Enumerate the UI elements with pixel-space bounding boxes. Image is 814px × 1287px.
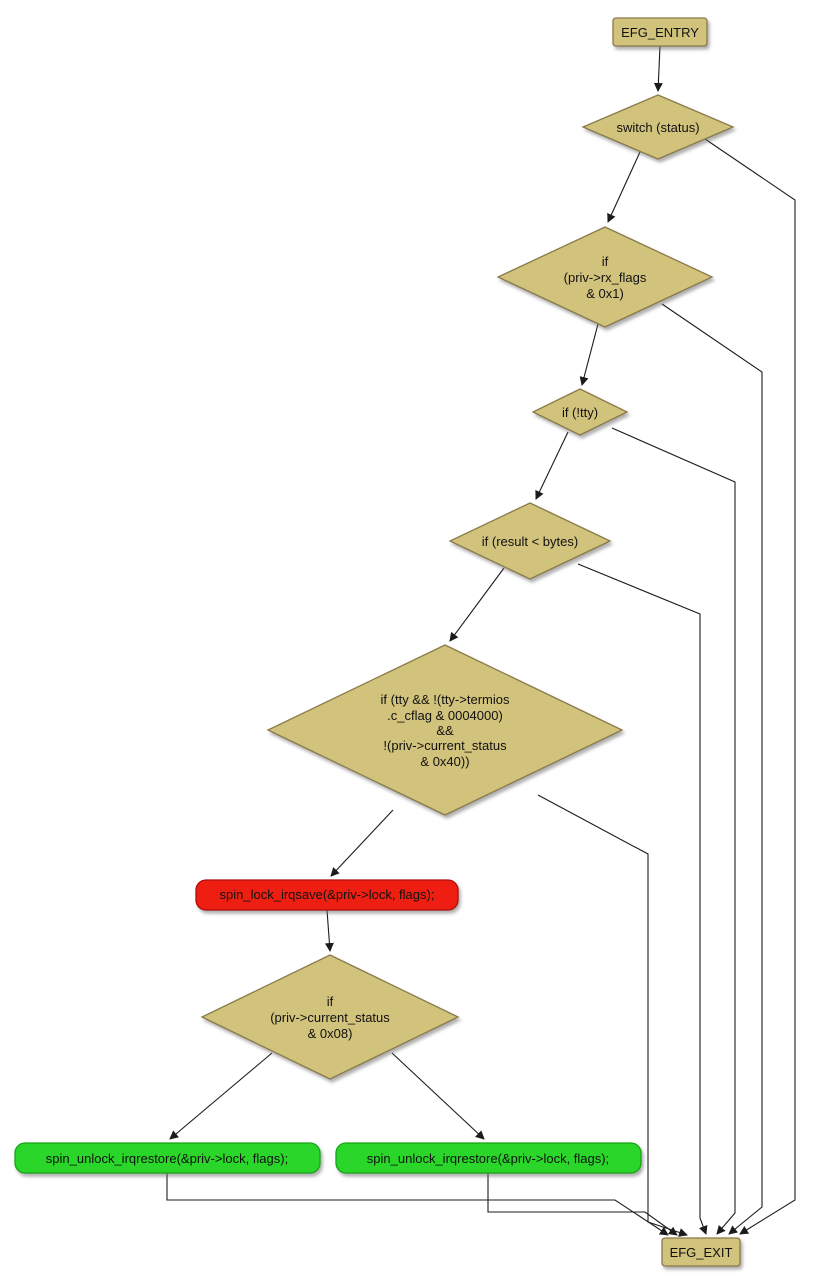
spin-lock-box [195, 879, 459, 911]
edge-entry-to-switch [653, 45, 663, 92]
edge-termios-to-spinlock [330, 809, 394, 877]
rx-flags-line-1: if [602, 254, 609, 269]
edge-unlock-left-to-exit [166, 1173, 669, 1236]
current-status-line-2: (priv->current_status [270, 1010, 390, 1025]
spin-unlock-left-box [14, 1142, 321, 1174]
termios-line-1: if (tty && !(tty->termios [381, 692, 510, 707]
termios-line-5: & 0x40)) [420, 754, 469, 769]
efg-entry-box [612, 17, 708, 47]
termios-diamond [266, 644, 624, 816]
edge-spinlock-to-currentstatus [324, 909, 334, 952]
edge-result-to-termios [449, 567, 505, 642]
node-spin-unlock-left: spin_unlock_irqrestore(&priv->lock, flag… [14, 1142, 321, 1174]
node-rx-flags: if (priv->rx_flags & 0x1) [496, 226, 714, 328]
edge-rxflags-to-nottty [579, 323, 599, 386]
termios-line-4: !(priv->current_status [383, 738, 507, 753]
efg-exit-label: EFG_EXIT [670, 1245, 733, 1260]
edge-currentstatus-to-unlock-right [391, 1052, 485, 1140]
termios-line-2: .c_cflag & 0004000) [387, 708, 503, 723]
efg-exit-box [661, 1237, 741, 1267]
not-tty-label: if (!tty) [562, 405, 598, 420]
result-bytes-diamond [448, 502, 612, 580]
edge-switch-to-rxflags [607, 151, 641, 223]
edge-currentstatus-to-unlock-left [169, 1052, 273, 1140]
edge-nottty-to-exit [611, 427, 736, 1235]
current-status-line-1: if [327, 994, 334, 1009]
switch-status-label: switch (status) [616, 120, 699, 135]
edge-unlock-right-to-exit [487, 1173, 678, 1236]
rx-flags-line-3: & 0x1) [586, 286, 624, 301]
spin-lock-label: spin_lock_irqsave(&priv->lock, flags); [220, 887, 435, 902]
result-bytes-label: if (result < bytes) [482, 534, 578, 549]
node-efg-exit: EFG_EXIT [661, 1237, 741, 1267]
node-spin-unlock-right: spin_unlock_irqrestore(&priv->lock, flag… [335, 1142, 642, 1174]
edge-switch-to-exit [704, 138, 796, 1235]
spin-unlock-left-label: spin_unlock_irqrestore(&priv->lock, flag… [46, 1151, 288, 1166]
node-switch-status: switch (status) [581, 94, 735, 160]
current-status-line-3: & 0x08) [308, 1026, 353, 1041]
edge-result-to-exit [577, 563, 708, 1235]
edges [166, 45, 796, 1237]
edge-rxflags-to-exit [661, 303, 763, 1235]
edge-nottty-to-result [535, 431, 569, 500]
node-not-tty: if (!tty) [531, 388, 629, 436]
node-current-status: if (priv->current_status & 0x08) [200, 954, 460, 1080]
node-termios-condition: if (tty && !(tty->termios .c_cflag & 000… [266, 644, 624, 816]
rx-flags-diamond [496, 226, 714, 328]
node-spin-lock: spin_lock_irqsave(&priv->lock, flags); [195, 879, 459, 911]
current-status-diamond [200, 954, 460, 1080]
efg-entry-label: EFG_ENTRY [621, 25, 699, 40]
node-efg-entry: EFG_ENTRY [612, 17, 708, 47]
spin-unlock-right-label: spin_unlock_irqrestore(&priv->lock, flag… [367, 1151, 609, 1166]
rx-flags-line-2: (priv->rx_flags [564, 270, 647, 285]
not-tty-diamond [531, 388, 629, 436]
spin-unlock-right-box [335, 1142, 642, 1174]
switch-status-diamond [581, 94, 735, 160]
node-result-bytes: if (result < bytes) [448, 502, 612, 580]
termios-line-3: && [436, 723, 454, 738]
